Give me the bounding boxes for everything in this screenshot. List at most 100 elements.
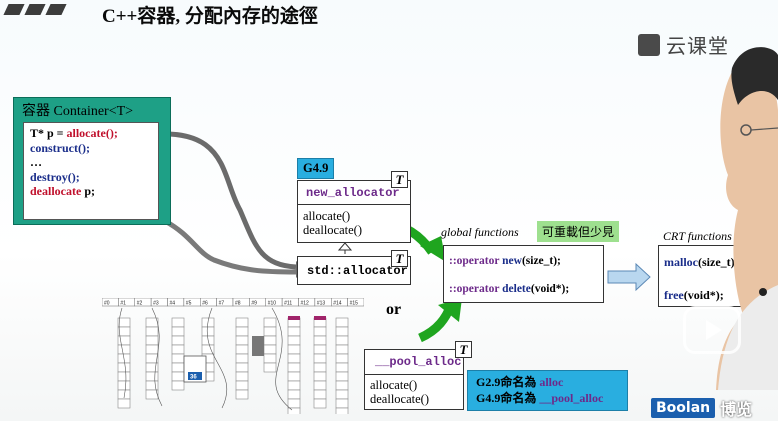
container-box: 容器 Container<T> T* p = allocate(); const… [13,97,171,225]
header-cell-label: #0 [104,301,110,307]
free-list-block [335,335,349,346]
free-list-block [335,326,349,337]
template-param-tag: T [391,171,408,188]
header-cell-label: #15 [350,301,359,307]
or-label: or [386,301,402,318]
free-list-block [313,380,327,391]
free-list-block [117,398,131,409]
free-list-block [117,380,131,391]
free-list-block [335,371,349,382]
free-list-block [335,389,349,400]
free-list-block [145,317,159,328]
container-title: 容器 Container<T> [22,104,134,119]
code-text: p; [81,184,95,199]
free-list-block [263,317,277,328]
pool-alloc-naming-note: G2.9命名為 alloc G4.9命名為 __pool_alloc [467,370,628,411]
free-list-block [287,398,301,409]
microphone-icon [759,288,767,296]
header-cell-label: #9 [251,301,257,307]
crt-free: free [664,288,684,302]
free-list-block [287,335,301,346]
code-text: T* p = [30,126,67,140]
free-list-block [145,344,159,355]
code-construct: construct(); [30,140,90,155]
free-list-block [313,326,327,337]
cloud-classroom-logo: 云课堂 [638,30,729,59]
inheritance-triangle-icon [337,242,353,251]
crt-args: (size_t); [698,255,739,269]
free-list-block [171,317,185,328]
free-list-block [171,371,185,382]
free-list-block [117,344,131,355]
boolan-text: 博览 [720,400,753,419]
note-text: G4.9命名為 [476,391,540,405]
free-list-block [171,380,185,391]
method-deallocate: deallocate() [370,392,429,406]
container-code: T* p = allocate(); construct(); … destro… [23,122,159,220]
free-list-block [235,371,249,382]
free-list-block [117,362,131,373]
template-param-tag: T [455,341,472,358]
marker-block [288,316,300,320]
method-deallocate: deallocate() [303,223,362,237]
free-list-block [287,362,301,373]
overload-note: 可重載但少見 [537,221,620,242]
free-list-block [201,326,215,337]
operator-prefix: ::operator [449,255,503,267]
code-destroy: destroy(); [30,169,80,184]
header-cell-label: #2 [137,301,143,307]
play-icon[interactable] [683,306,741,354]
free-list-block [313,371,327,382]
free-list-block [287,389,301,400]
free-list-block [287,353,301,364]
free-list-block [313,335,327,346]
free-list-block [235,389,249,400]
header-cell-label: #6 [202,301,208,307]
note-text: G2.9命名為 [476,375,540,389]
link-lines [118,307,293,411]
free-list-block [171,344,185,355]
free-list-block [145,380,159,391]
free-list-block [335,344,349,355]
operator-prefix: ::operator [449,283,503,295]
free-list-block [171,326,185,337]
operator-args: (size_t); [521,255,561,267]
free-list-block [145,335,159,346]
new-allocator-box: new_allocator allocate() deallocate() [297,180,411,243]
free-list-block [313,353,327,364]
free-list-block [313,389,327,400]
slide-title: C++容器, 分配內存的途徑 [102,6,318,27]
free-list-block [335,407,349,418]
header-cell-label: #1 [120,301,126,307]
free-list-block [287,380,301,391]
free-list-block [145,371,159,382]
free-list-block [335,398,349,409]
operator-args: (void*); [530,283,570,295]
free-list-block [145,389,159,400]
crt-functions-label: CRT functions [663,229,732,243]
presenter-video [716,47,778,390]
g49-tag: G4.9 [297,158,335,179]
header-cell-label: #10 [268,301,277,307]
free-list-block [171,335,185,346]
header-cell-label: #13 [317,301,326,307]
free-list-block [313,362,327,373]
free-list-block [235,353,249,364]
free-list-block [235,317,249,328]
free-list-block [287,326,301,337]
free-list-block [235,326,249,337]
code-allocate: allocate(); [66,126,118,140]
free-list-block [263,362,277,373]
free-list-block [117,371,131,382]
highlight-box [188,372,202,380]
free-list-block [287,344,301,355]
header-cell-label: #12 [301,301,310,307]
crt-malloc: malloc [664,255,698,269]
free-list-block [263,344,277,355]
header-cell-label: #5 [186,301,192,307]
code-deallocate: deallocate [30,184,82,199]
free-list-block [235,380,249,391]
global-functions-box: ::operator new(size_t); ::operator delet… [443,245,604,303]
global-functions-label: global functions [441,225,519,239]
